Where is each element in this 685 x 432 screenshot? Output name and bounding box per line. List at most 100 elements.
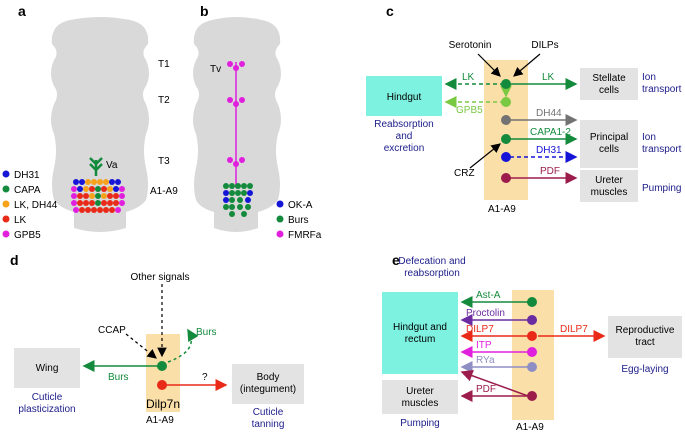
panel-a-neuron-cluster: [71, 179, 125, 213]
hindgut-rectum-box: [382, 292, 458, 374]
neuron-dot-a-2-2: [83, 193, 89, 199]
neuron-dot-a-2-8: [119, 193, 125, 199]
panel-b: b Tv T1 T2 T3 A1-A9 OK-A Burs FMRFa: [150, 3, 322, 241]
defecation-line-2: reabsorption: [404, 268, 460, 279]
pumping-label-c: Pumping: [642, 183, 681, 194]
neuron-dot-a-0-1: [79, 179, 85, 185]
neuron-gpb5-c: [501, 97, 511, 107]
hindgut-caption-1: Reabsorption: [374, 119, 433, 130]
neuron-dot-a-0-0: [73, 179, 79, 185]
neuron-dot-a-2-6: [107, 193, 113, 199]
neuron-pdf-c: [501, 173, 511, 183]
va-label: Va: [106, 160, 118, 171]
dh44-label: DH44: [536, 108, 562, 119]
neuron-dot-b-1-2: [235, 190, 241, 196]
neuron-dot-a-2-1: [77, 193, 83, 199]
neuron-dot-b-4-1: [241, 211, 247, 217]
lk-label-right: LK: [542, 72, 555, 83]
ureter-e-line-1: Ureter: [406, 386, 434, 397]
legend-dot-gpb5: [2, 230, 10, 238]
tv-neuron-dot-4b: [239, 157, 245, 163]
ion-transport-2-line-2: transport: [642, 144, 682, 155]
legend-label-lk-dh44: LK, DH44: [14, 200, 58, 211]
legend-dot-lk-dh44: [2, 200, 10, 208]
neuron-dot-a-4-6: [109, 207, 115, 213]
legend-dot-fmrfa: [276, 230, 284, 238]
panel-a-legend: DH31 CAPA LK, DH44 LK GPB5: [2, 170, 58, 241]
a1-a9-band-d: [146, 334, 180, 412]
neuron-dot-b-0-2: [235, 183, 241, 189]
legend-dot-dh31: [2, 170, 10, 178]
neuron-dot-a-1-8: [119, 186, 125, 192]
principal-line-2: cells: [599, 144, 619, 155]
neuron-dh31-c: [501, 152, 511, 162]
neuron-dot-a-3-4: [95, 200, 101, 206]
hindgut-label-c: Hindgut: [387, 92, 422, 103]
larva-body-b: [193, 17, 281, 232]
neuron-ast-a: [527, 297, 537, 307]
wing-caption-2: plasticization: [18, 404, 75, 415]
neuron-dot-a-1-3: [89, 186, 95, 192]
neuron-dot-a-0-4: [97, 179, 103, 185]
neuron-dot-a-3-6: [107, 200, 113, 206]
neuron-dot-b-0-0: [223, 183, 229, 189]
body-line-1: Body: [257, 372, 280, 383]
panel-d: d A1-A9 Other signals CCAP Burs Wing Cut…: [10, 252, 304, 430]
neuron-dot-a-0-3: [91, 179, 97, 185]
stellate-line-1: Stellate: [592, 73, 626, 84]
neuron-itp: [527, 347, 537, 357]
egg-laying-label: Egg-laying: [621, 364, 668, 375]
panel-c: c A1-A9 Serotonin DILPs Hindgut Reabsorp…: [366, 3, 682, 215]
neuron-dot-a-1-4: [95, 186, 101, 192]
neuron-dot-a-4-0: [73, 207, 79, 213]
segment-label-t3: T3: [158, 156, 170, 167]
neuron-dot-b-0-3: [241, 183, 247, 189]
body-line-2: (integument): [240, 384, 296, 395]
ureter-muscles-box-e: [382, 380, 458, 414]
crz-arrow: [469, 143, 501, 169]
neuron-proctolin: [527, 315, 537, 325]
tv-neuron-dot-4a: [227, 157, 233, 163]
legend-label-lk: LK: [14, 215, 27, 226]
neuron-dot-a-1-2: [83, 186, 89, 192]
serotonin-arrow: [477, 53, 501, 77]
neuron-dot-b-3-2: [237, 204, 243, 210]
neuron-dot-a-3-0: [71, 200, 77, 206]
neuron-dot-a-1-7: [113, 186, 119, 192]
question-label: ?: [202, 372, 208, 383]
neuron-dot-a-2-5: [101, 193, 107, 199]
neuron-dot-b-2-2: [237, 197, 243, 203]
neuron-dot-a-3-5: [101, 200, 107, 206]
hindgut-caption-2: and: [396, 131, 413, 142]
tv-neuron-dot-0a: [227, 61, 233, 67]
band-label-d: A1-A9: [146, 415, 174, 426]
ion-transport-1-line-1: Ion: [642, 72, 656, 83]
tv-neuron-dot-2b: [239, 97, 245, 103]
legend-label-dh31: DH31: [14, 170, 40, 181]
neuron-dot-a-3-7: [113, 200, 119, 206]
gpb5-label: GPB5: [456, 105, 483, 116]
hindgut-rectum-line-2: rectum: [405, 334, 436, 345]
burs-autocrine-arrow: [167, 328, 199, 363]
neuron-dot-b-2-0: [223, 197, 229, 203]
ccap-label: CCAP: [98, 325, 126, 336]
va-tree: [89, 157, 103, 176]
neuron-lk-c: [501, 79, 511, 89]
panel-a: a Va DH31 CAPA LK, DH44 LK GPB5: [2, 3, 149, 241]
neuron-dot-a-0-6: [109, 179, 115, 185]
wing-label: Wing: [36, 363, 59, 374]
neuron-dot-a-3-8: [119, 200, 125, 206]
principal-cells-box: [580, 120, 638, 168]
tv-label: Tv: [210, 64, 221, 75]
neuron-dot-a-4-5: [103, 207, 109, 213]
neuron-dot-a-2-3: [89, 193, 95, 199]
panel-e-label: e: [392, 252, 400, 268]
panel-a-label: a: [18, 3, 26, 19]
tv-neuron-dot-0b: [239, 61, 245, 67]
ureter-e-line-2: muscles: [402, 398, 439, 409]
burs-left-label: Burs: [108, 372, 129, 383]
neuron-dot-a-3-3: [89, 200, 95, 206]
other-signals-label: Other signals: [131, 272, 190, 283]
segment-label-t1: T1: [158, 59, 170, 70]
neuron-dot-a-2-4: [95, 193, 101, 199]
